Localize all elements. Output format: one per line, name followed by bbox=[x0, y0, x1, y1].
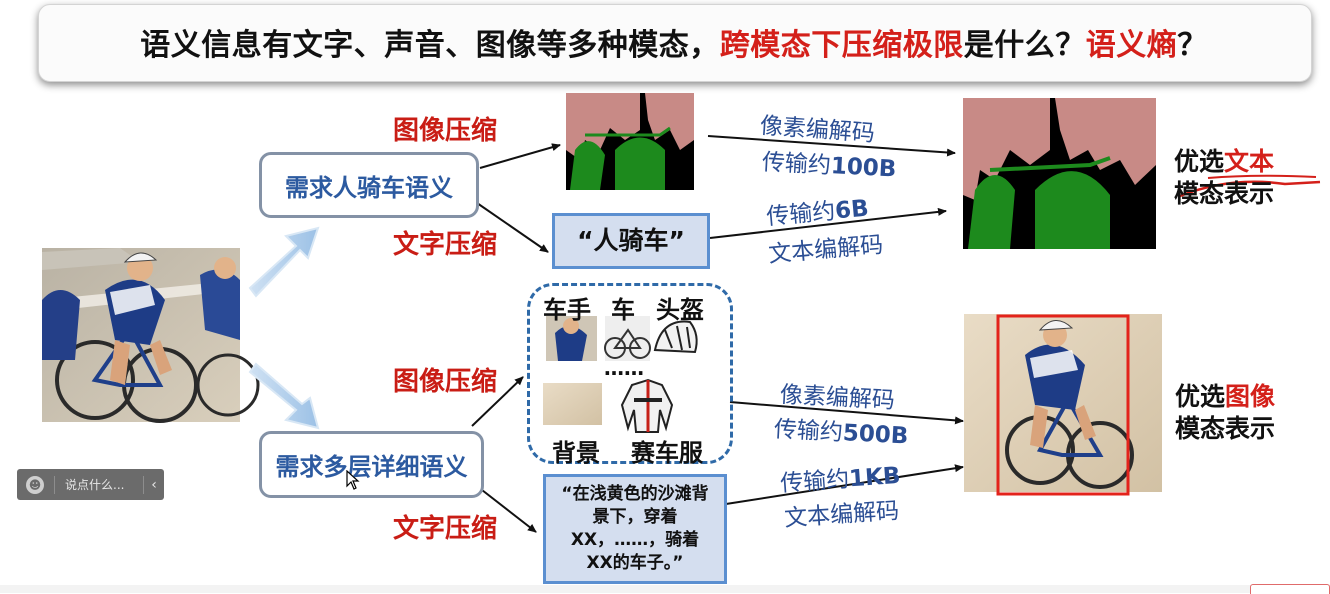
preference-text-modality: 优选文本 模态表示 bbox=[1174, 146, 1274, 210]
title-part-1: 语义信息有文字、声音、图像等多种模态， bbox=[140, 28, 720, 63]
preference-text-line2: 模态表示 bbox=[1174, 179, 1275, 208]
title-part-3: 是什么？ bbox=[963, 28, 1086, 63]
annotation-bottom-pixel-transfer-prefix: 传输约 bbox=[773, 416, 844, 447]
element-rider-label: 车手 bbox=[543, 296, 591, 324]
element-jersey-thumb bbox=[620, 378, 674, 433]
label-text-compress-bottom: 文字压缩 bbox=[393, 514, 498, 544]
annotation-top-text-transfer-prefix: 传输约 bbox=[765, 198, 837, 231]
title-text: 语义信息有文字、声音、图像等多种模态，跨模态下压缩极限是什么？语义熵？ bbox=[38, 4, 1310, 80]
chat-divider-2 bbox=[143, 475, 144, 494]
title-highlight-limit: 跨模态下压缩极限 bbox=[719, 28, 964, 63]
annotation-top-pixel-transfer: 传输约100B bbox=[761, 143, 897, 184]
segmentation-map-large bbox=[963, 98, 1156, 249]
need-box-rider-semantic-label: 需求人骑车语义 bbox=[285, 173, 453, 202]
need-box-detailed-semantic: 需求多层详细语义 bbox=[259, 431, 484, 498]
annotation-bottom-text-transfer-value: 1KB bbox=[848, 462, 902, 493]
branch-arrow-down bbox=[248, 362, 320, 430]
chevron-left-icon[interactable]: ‹ bbox=[151, 476, 157, 493]
element-jersey-label: 赛车服 bbox=[631, 439, 703, 467]
text-box-ride: “人骑车” bbox=[552, 213, 710, 269]
text-box-ride-label: “人骑车” bbox=[577, 226, 685, 255]
preference-text-line1: 优选文本 bbox=[1174, 146, 1274, 178]
preference-image-highlight: 图像 bbox=[1225, 382, 1276, 411]
source-cyclist-photo bbox=[42, 248, 260, 423]
preference-image-prefix: 优选 bbox=[1175, 382, 1226, 411]
bottom-toolbar-strip bbox=[0, 585, 1330, 593]
element-helmet-label: 头盔 bbox=[656, 296, 704, 324]
need-box-detailed-semantic-label: 需求多层详细语义 bbox=[275, 453, 468, 481]
annotation-top-pixel-transfer-prefix: 传输约 bbox=[761, 149, 832, 180]
need-box-rider-semantic: 需求人骑车语义 bbox=[259, 152, 479, 218]
target-cyclist-photo bbox=[964, 314, 1162, 496]
preference-image-line1: 优选图像 bbox=[1175, 381, 1275, 413]
label-image-compress-top: 图像压缩 bbox=[393, 116, 498, 146]
element-ellipsis: …… bbox=[604, 356, 644, 380]
element-bike-label: 车 bbox=[611, 296, 635, 324]
annotation-bottom-pixel-codec: 像素编解码 bbox=[779, 382, 896, 414]
annotation-bottom-pixel-transfer-value: 500B bbox=[842, 420, 909, 450]
element-helmet-thumb bbox=[653, 320, 698, 354]
text-box-detailed-description: “在浅黄色的沙滩背景下，穿着XX，……，骑着XX的车子。” bbox=[543, 474, 727, 584]
element-rider-thumb bbox=[546, 316, 597, 361]
annotation-bottom-text-transfer-prefix: 传输约 bbox=[779, 466, 851, 498]
annotation-top-pixel-transfer-value: 100B bbox=[830, 153, 897, 183]
label-text-compress-top: 文字压缩 bbox=[393, 230, 498, 260]
preference-image-modality: 优选图像 模态表示 bbox=[1175, 381, 1275, 445]
text-box-detailed-description-label: “在浅黄色的沙滩背景下，穿着XX，……，骑着XX的车子。” bbox=[561, 484, 709, 573]
branch-arrow-up bbox=[248, 226, 320, 298]
title-highlight-entropy: 语义熵 bbox=[1085, 28, 1178, 63]
emoji-icon[interactable]: ☻ bbox=[26, 475, 44, 494]
chat-divider bbox=[54, 475, 55, 494]
segmentation-map-small bbox=[566, 93, 694, 190]
element-background-label: 背景 bbox=[552, 439, 600, 467]
element-background-thumb bbox=[543, 383, 602, 425]
preference-text-prefix: 优选 bbox=[1174, 147, 1225, 176]
annotation-top-text-transfer-value: 6B bbox=[834, 195, 870, 225]
semantic-elements-group bbox=[527, 283, 733, 464]
mouse-cursor-icon bbox=[346, 470, 360, 490]
preference-text-highlight: 文本 bbox=[1224, 147, 1275, 176]
handwritten-underline bbox=[1179, 180, 1321, 198]
title-banner bbox=[38, 4, 1312, 82]
element-bike-thumb bbox=[604, 316, 651, 361]
flow-arrows bbox=[471, 135, 964, 533]
label-image-compress-bottom: 图像压缩 bbox=[393, 367, 498, 397]
annotation-bottom-pixel-transfer: 传输约500B bbox=[773, 410, 909, 451]
chat-placeholder[interactable]: 说点什么... bbox=[65, 478, 125, 492]
preference-image-line2: 模态表示 bbox=[1175, 414, 1276, 443]
handwritten-underline-2 bbox=[1207, 174, 1317, 179]
chat-input-bar[interactable]: ☻ 说点什么... ‹ bbox=[17, 469, 164, 500]
title-part-5: ？ bbox=[1177, 28, 1208, 63]
